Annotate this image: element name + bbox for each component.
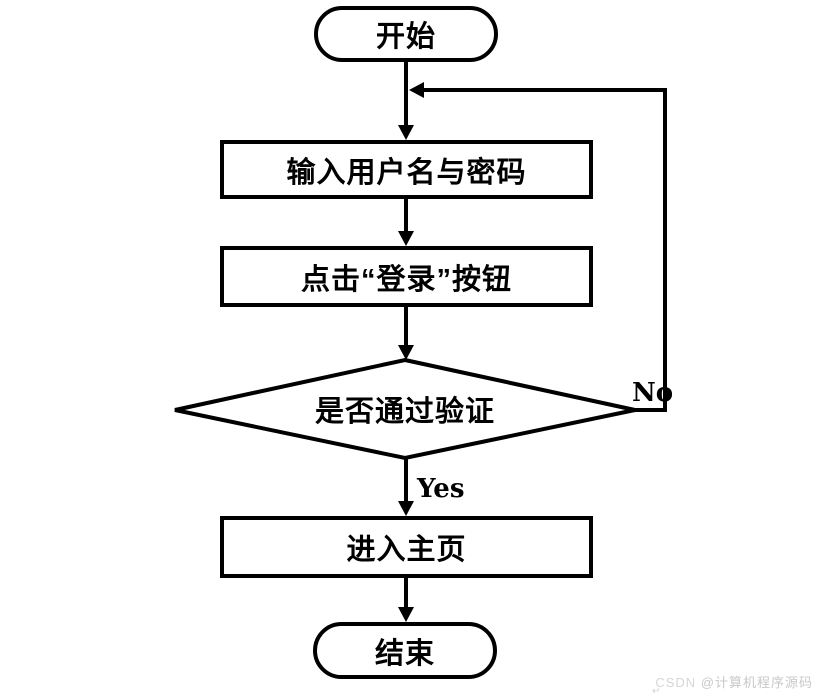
node-enter-home-label: 进入主页 — [346, 534, 467, 566]
watermark-return-glyph: ↵ — [652, 686, 661, 697]
node-input-credentials: 输入用户名与密码 — [220, 140, 593, 199]
edge-verify-to-home — [398, 458, 414, 516]
watermark-brand: CSDN — [655, 675, 701, 690]
watermark-handle: @计算机程序源码 — [700, 675, 813, 690]
edge-input-to-click — [398, 199, 414, 246]
node-end: 结束 — [313, 622, 497, 679]
node-input-credentials-label: 输入用户名与密码 — [286, 156, 527, 189]
node-verify-decision-label: 是否通过验证 — [314, 396, 495, 428]
node-end-label: 结束 — [374, 637, 435, 670]
node-click-login: 点击“登录”按钮 — [220, 246, 593, 307]
watermark: CSDN @计算机程序源码 — [655, 672, 813, 691]
edge-start-to-input — [398, 60, 414, 140]
node-start-label: 开始 — [375, 21, 436, 53]
edge-label-yes: Yes — [417, 474, 465, 504]
node-start: 开始 — [314, 6, 498, 62]
node-verify-decision: 是否通过验证 — [173, 358, 637, 460]
node-click-login-label: 点击“登录”按钮 — [300, 263, 512, 296]
edge-no-loop — [409, 82, 667, 412]
node-enter-home: 进入主页 — [220, 516, 593, 578]
edge-home-to-end — [398, 578, 414, 622]
edge-label-no: No — [632, 378, 674, 408]
edge-click-to-verify — [398, 307, 414, 360]
